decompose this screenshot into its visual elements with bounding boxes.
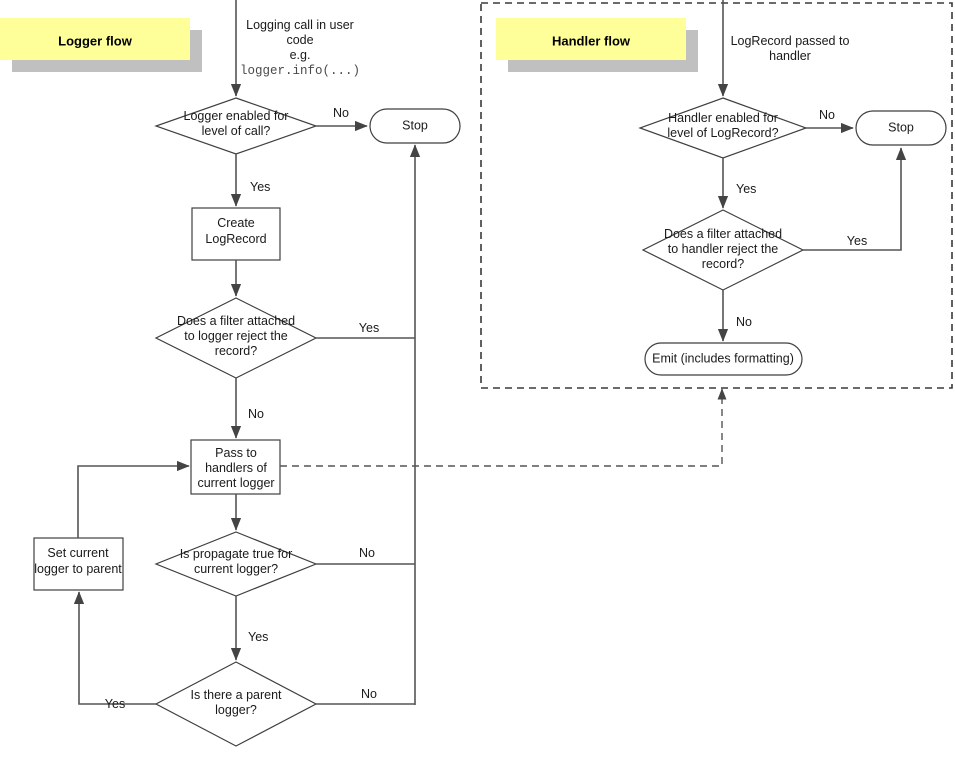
logger-legend-box [0,18,190,60]
node-handler-enabled-line1: Handler enabled for [668,111,778,125]
node-logger-filter-line3: record? [215,344,257,358]
edge-handlers-to-handler-flow [280,388,727,467]
edge-label-handler-filter-yes: Yes [847,234,867,248]
node-pass-to-handlers-line3: current logger [197,476,274,490]
node-create-logrecord-line1: Create [217,216,255,230]
node-handler-stop[interactable] [855,110,947,146]
edge-label-has-parent-no: No [361,687,377,701]
node-handler-filter-line1: Does a filter attached [664,227,782,241]
node-handler-stop-label: Stop [888,120,914,134]
node-handler-enabled-line2: level of LogRecord? [667,126,778,140]
node-set-parent-line2: logger to parent [34,562,122,576]
edge-label-handler-enabled-yes: Yes [736,182,756,196]
node-has-parent-line2: logger? [215,703,257,717]
handler-legend-label: Handler flow [552,33,631,48]
node-logger-stop[interactable] [369,108,461,144]
node-propagate-line2: current logger? [194,562,278,576]
node-set-current-logger-parent[interactable] [33,537,124,591]
edge-label-handler-filter-no: No [736,315,752,329]
edge-has-parent-yes [73,591,156,705]
edge-label-logger-enabled-yes: Yes [250,180,270,194]
node-propagate-line1: Is propagate true for [180,547,293,561]
node-handler-filter-line3: record? [702,257,744,271]
node-emit-label: Emit (includes formatting) [652,351,794,365]
edge-set-parent-to-handlers [77,460,190,538]
handler-entry-note-line2: handler [769,49,811,63]
node-logger-stop-label: Stop [402,118,428,132]
node-has-parent-line1: Is there a parent [190,688,282,702]
node-pass-to-handlers-line1: Pass to [215,446,257,460]
edge-label-propagate-yes: Yes [248,630,268,644]
node-pass-to-handlers[interactable] [190,439,281,495]
edge-handler-filter-yes [803,147,907,251]
logger-entry-note-line2: code [286,33,313,47]
logger-legend-label: Logger flow [58,33,133,48]
handler-flow-panel [480,2,953,389]
edge-label-logger-filter-no: No [248,407,264,421]
edge-label-logger-filter-yes: Yes [359,321,379,335]
logger-entry-note-line1: Logging call in user [246,18,354,32]
node-has-parent[interactable] [154,661,318,747]
node-logger-enabled-line2: level of call? [202,124,271,138]
node-logger-enabled-line1: Logger enabled for [184,109,289,123]
node-create-logrecord[interactable] [191,207,281,261]
edge-label-has-parent-yes: Yes [105,697,125,711]
node-handler-filter-line2: to handler reject the [668,242,779,256]
node-logger-filter-line1: Does a filter attached [177,314,295,328]
node-emit[interactable] [644,342,803,376]
node-set-parent-line1: Set current [47,546,109,560]
node-pass-to-handlers-line2: handlers of [205,461,267,475]
edge-label-logger-enabled-no: No [333,106,349,120]
logger-entry-note-code: logger.info(...) [240,64,360,78]
edge-label-handler-enabled-no: No [819,108,835,122]
handler-entry-note-line1: LogRecord passed to [731,34,850,48]
node-logger-filter-line2: to logger reject the [184,329,288,343]
handler-legend-box [496,18,686,60]
node-create-logrecord-line2: LogRecord [205,232,266,246]
edge-label-propagate-no: No [359,546,375,560]
logger-entry-note-line3: e.g. [290,48,311,62]
